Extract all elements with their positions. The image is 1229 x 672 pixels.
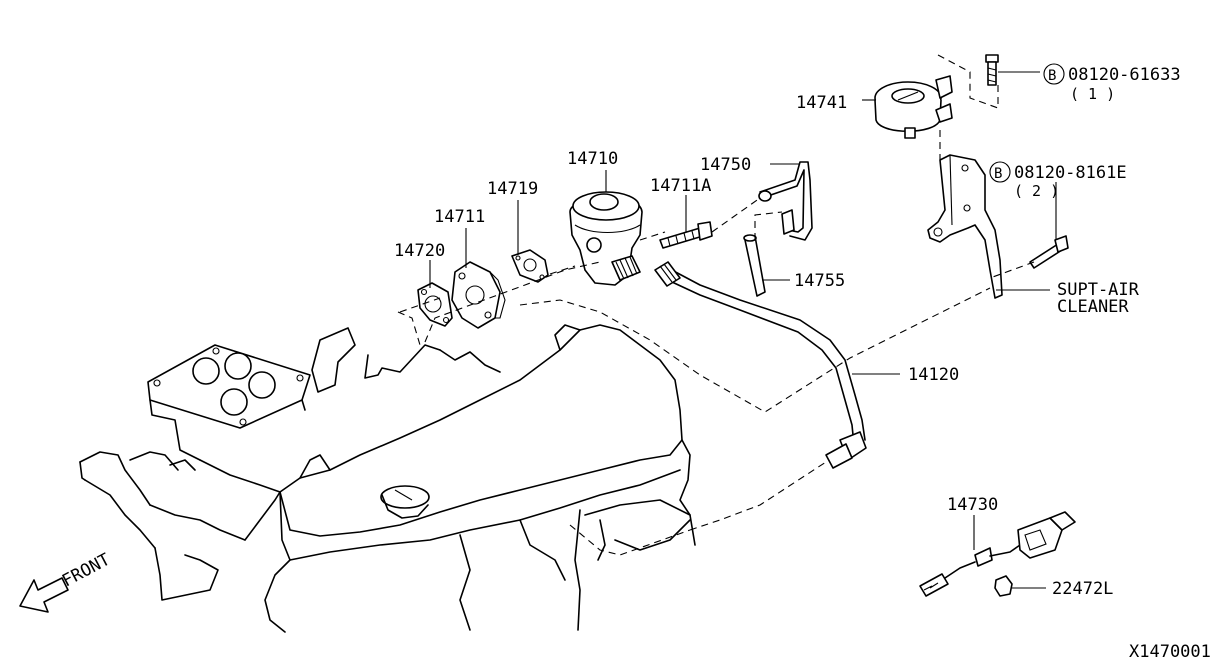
clip-22472l bbox=[994, 575, 1013, 597]
bolt-code-2: 08120-8161E bbox=[1014, 163, 1127, 183]
bracket-label-line2: CLEANER bbox=[1057, 297, 1129, 317]
bolt-qty-2: ( 2 ) bbox=[1014, 182, 1059, 200]
engine-cylinder-head bbox=[264, 324, 696, 633]
bolt-callout-2: B 08120-8161E ( 2 ) bbox=[989, 161, 1127, 200]
bolt-code-1: 08120-61633 bbox=[1068, 65, 1181, 85]
part-label-14755: 14755 bbox=[794, 271, 845, 291]
part-label-22472l: 22472L bbox=[1052, 579, 1113, 599]
part-label-14710: 14710 bbox=[567, 149, 618, 169]
drawing-id: X1470001 bbox=[1129, 642, 1211, 662]
part-label-14711: 14711 bbox=[434, 207, 485, 227]
front-arrow-icon bbox=[19, 577, 69, 613]
bolt-marker-b: B bbox=[1048, 68, 1056, 84]
egr-valve-14710 bbox=[569, 191, 643, 286]
tube-14750 bbox=[758, 161, 813, 241]
part-label-14719: 14719 bbox=[487, 179, 538, 199]
bolt-14711a bbox=[659, 221, 713, 249]
hose-14755 bbox=[743, 234, 766, 297]
part-label-14120: 14120 bbox=[908, 365, 959, 385]
spacer-14711 bbox=[451, 261, 506, 329]
oxygen-sensor-14730 bbox=[919, 511, 1076, 597]
part-label-14730: 14730 bbox=[947, 495, 998, 515]
bracket-supt-air-cleaner bbox=[927, 154, 1003, 299]
gasket-14720 bbox=[417, 282, 453, 327]
bracket-label-line1: SUPT-AIR bbox=[1057, 280, 1140, 300]
part-label-14711a: 14711A bbox=[650, 176, 711, 196]
bolt-08120-8161e bbox=[1029, 235, 1069, 269]
bolt-qty-1: ( 1 ) bbox=[1070, 85, 1115, 103]
part-label-14750: 14750 bbox=[700, 155, 751, 175]
egr-solenoid-14741 bbox=[874, 75, 953, 139]
bolt-callout-1: B 08120-61633 ( 1 ) bbox=[1043, 63, 1181, 103]
part-label-14720: 14720 bbox=[394, 241, 445, 261]
egr-tube-14120 bbox=[654, 261, 867, 469]
bolt-marker-b-2: B bbox=[994, 166, 1002, 182]
assembly-lines bbox=[397, 54, 1035, 556]
bolt-08120-61633 bbox=[985, 54, 999, 86]
intake-manifold bbox=[79, 327, 501, 601]
gasket-14719 bbox=[511, 249, 549, 283]
part-label-14741: 14741 bbox=[796, 93, 847, 113]
leader-lines bbox=[429, 71, 1057, 589]
front-label: FRONT bbox=[59, 550, 114, 592]
